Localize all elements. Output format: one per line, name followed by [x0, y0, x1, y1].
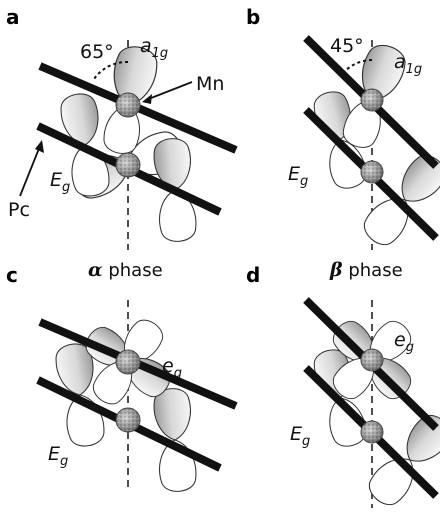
angle-arc — [343, 59, 373, 73]
pc-label: Pc — [8, 199, 30, 221]
orbital-label-a1g: a1g — [394, 51, 422, 77]
orbital-label-eg-a: Eg — [50, 169, 70, 195]
panel-d: d β phase eg Eg — [246, 259, 440, 512]
orbital-label-eg-b: Eg — [288, 163, 308, 189]
mn-label: Mn — [196, 73, 224, 95]
angle-arc — [93, 60, 129, 80]
orbital-label-eg-upper: eg — [394, 329, 414, 355]
angle-label-b: 45° — [330, 35, 364, 57]
panel-a: a 65° — [6, 5, 238, 250]
panel-letter-b: b — [246, 5, 260, 29]
mn-pointer-arrow — [145, 81, 193, 101]
orbital-label-eg-lower: Eg — [290, 423, 310, 449]
phase-title-alpha: α phase — [88, 259, 163, 281]
pc-pointer-arrow — [19, 145, 41, 197]
panel-letter-d: d — [246, 263, 260, 287]
orbital-label-a1g: a1g — [140, 35, 168, 61]
orbital-label-eg-lower: Eg — [48, 443, 68, 469]
panel-b: b 45° a1g Eg — [246, 5, 440, 252]
panel-letter-c: c — [6, 263, 18, 287]
orbital-label-eg-upper: eg — [162, 355, 182, 381]
phase-title-beta: β phase — [329, 259, 403, 281]
panel-letter-a: a — [6, 5, 20, 29]
panel-c: c α phase eg Eg — [6, 259, 238, 494]
angle-label-a: 65° — [80, 41, 114, 63]
